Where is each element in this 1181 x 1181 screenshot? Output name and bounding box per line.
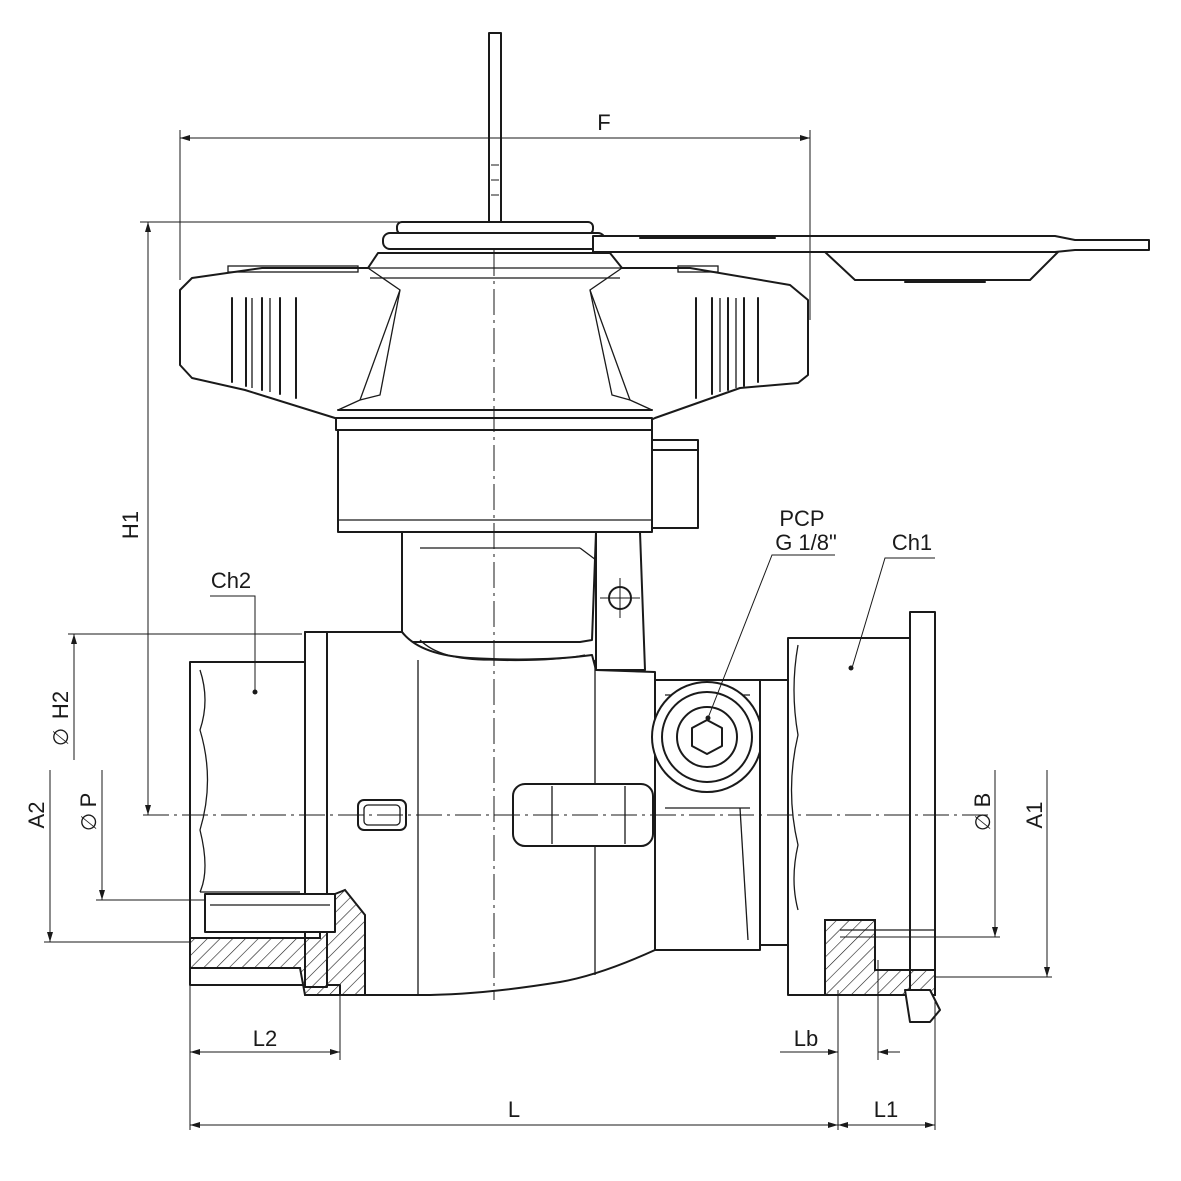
leader-dot-pcp [705,715,711,721]
label-a2: A2 [24,802,49,829]
label-h1: H1 [118,511,143,539]
label-b-diameter-symbol: ∅ [972,813,995,831]
leader-dot-ch1 [848,665,854,671]
label-p: P [76,793,101,808]
label-l2: L2 [253,1026,277,1051]
label-h2-diameter-symbol: ∅ [50,728,73,746]
label-pcp-thread: G 1/8" [775,530,837,555]
label-p-diameter-symbol: ∅ [78,813,101,831]
label-h2: H2 [48,691,73,719]
label-b: B [970,793,995,808]
left-port-nut [189,631,366,996]
label-ch2: Ch2 [211,568,251,593]
dimension-lines [44,130,1052,1130]
label-lb: Lb [794,1026,818,1051]
centerlines [143,250,990,1000]
valve-main-body [304,631,763,996]
leader-dot-ch2 [252,689,258,695]
label-pcp: PCP [779,506,824,531]
label-a1: A1 [1022,802,1047,829]
label-l1: L1 [874,1097,898,1122]
right-port-nut [759,611,941,1023]
valve-body-column [337,429,699,671]
handle-lever [382,32,1150,283]
label-l: L [508,1097,520,1122]
label-ch1: Ch1 [892,530,932,555]
label-f: F [597,110,610,135]
